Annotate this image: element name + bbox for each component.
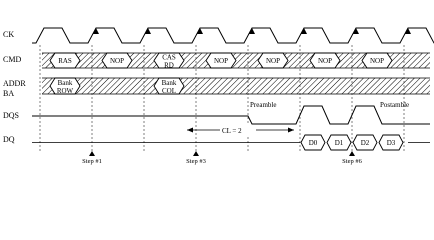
dq-data-label: D0: [309, 139, 318, 147]
cmd-cell-label: RD: [164, 62, 174, 70]
ck-edge-arrow: [405, 28, 411, 34]
step-arrow: [349, 151, 355, 156]
addr-label: ADDR: [3, 79, 26, 88]
cmd-cell-label: NOP: [318, 57, 332, 65]
addr-cell: [49, 77, 81, 95]
cmd-cell-label: NOP: [214, 57, 228, 65]
ck-edge-arrow: [249, 28, 255, 34]
cmd-cell: [101, 52, 133, 69]
dq-data-label: D2: [361, 139, 370, 147]
cmd-cell: [257, 52, 289, 69]
cl-label: CL = 2: [222, 127, 242, 135]
step-label: Step #1: [82, 158, 102, 165]
dqs-line: [32, 105, 430, 125]
ck-edge-arrow: [353, 28, 359, 34]
step-arrow: [193, 151, 199, 156]
cl-annotation: [187, 125, 294, 135]
ck-edge-arrow: [93, 28, 99, 34]
addr-cell-label: Bank: [58, 79, 73, 87]
addr-cell-label: COL: [162, 87, 176, 95]
dq-data-cell: [378, 134, 404, 151]
dq-row: D0 D1 D2 D3: [32, 134, 430, 151]
dq-data-cell: [300, 134, 326, 151]
addr-cell-label: ROW: [57, 87, 74, 95]
cmd-cell: [49, 52, 81, 69]
dq-data-cell: [326, 134, 352, 151]
step-arrow: [89, 151, 95, 156]
step-label: Step #6: [342, 158, 362, 165]
cmd-cell-label: NOP: [370, 57, 384, 65]
ba-label: BA: [3, 89, 14, 98]
ck-label: CK: [3, 30, 14, 39]
ck-edge-arrow: [197, 28, 203, 34]
cmd-cell-label: RAS: [58, 57, 72, 65]
cmd-label: CMD: [3, 55, 21, 64]
preamble-label: Preamble: [250, 101, 276, 109]
dq-data-cell: [352, 134, 378, 151]
dqs-waveform: [32, 105, 430, 125]
ck-edge-arrow: [145, 28, 151, 34]
dq-data-label: D1: [335, 139, 344, 147]
addr-cell: [153, 77, 185, 95]
cmd-cell-label: NOP: [110, 57, 124, 65]
cmd-cell: [309, 52, 341, 69]
cmd-cell-label: CAS: [162, 54, 176, 62]
dqs-label: DQS: [3, 111, 19, 120]
cmd-cell: [361, 52, 393, 69]
ck-waveform: [32, 27, 434, 44]
step-label: Step #3: [186, 158, 206, 165]
cmd-cell: [205, 52, 237, 69]
dq-label: DQ: [3, 135, 15, 144]
cmd-cell-label: NOP: [266, 57, 280, 65]
postamble-label: Postamble: [380, 101, 409, 109]
step-markers: Step #1 Step #3 Step #6: [82, 151, 363, 165]
ck-line: [32, 27, 434, 44]
addr-hatch: [42, 78, 430, 94]
clock-guide-lines: [39, 45, 405, 152]
addr-cell-label: Bank: [162, 79, 177, 87]
ck-edge-arrow: [301, 28, 307, 34]
dq-data-label: D3: [387, 139, 396, 147]
cmd-cell: [153, 52, 185, 69]
